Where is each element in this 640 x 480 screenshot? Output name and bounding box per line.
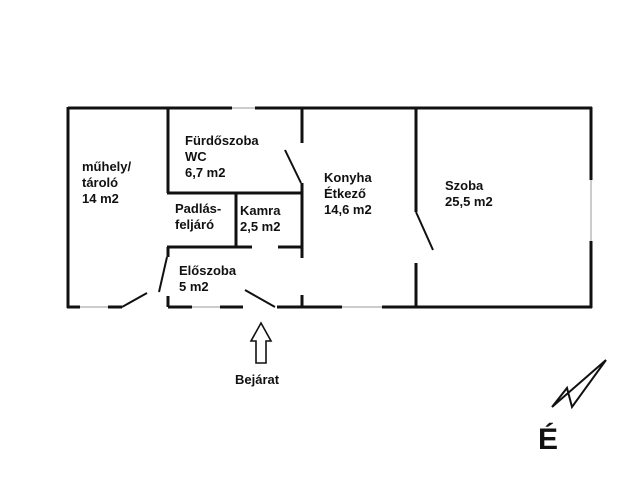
room-area: 14 m2 bbox=[82, 191, 119, 206]
north-label: É bbox=[538, 423, 559, 456]
room-eloszoba: Előszoba 5 m2 bbox=[179, 263, 236, 295]
room-furdoszoba: Fürdőszoba WC 6,7 m2 bbox=[185, 133, 259, 181]
room-name: Padlás- bbox=[175, 201, 222, 216]
room-name: Kamra bbox=[240, 203, 281, 218]
room-area: 2,5 m2 bbox=[240, 219, 281, 234]
room-padlasfeljaro: Padlás- feljáró bbox=[175, 201, 221, 233]
entrance-arrow-icon bbox=[249, 321, 273, 364]
room-name: Konyha bbox=[324, 170, 372, 185]
doors bbox=[121, 149, 434, 308]
room-muhely: műhely/ tároló 14 m2 bbox=[82, 159, 131, 207]
room-area: 14,6 m2 bbox=[324, 202, 372, 217]
room-konyha: Konyha Étkező 14,6 m2 bbox=[324, 170, 372, 218]
walls bbox=[66, 106, 593, 309]
room-szoba: Szoba 25,5 m2 bbox=[445, 178, 493, 210]
room-name: Étkező bbox=[324, 186, 366, 201]
room-name: WC bbox=[185, 149, 207, 164]
room-name: Szoba bbox=[445, 178, 484, 193]
room-name: Előszoba bbox=[179, 263, 237, 278]
room-kamra: Kamra 2,5 m2 bbox=[240, 203, 280, 235]
room-name: tároló bbox=[82, 175, 119, 190]
room-name: feljáró bbox=[175, 217, 215, 232]
room-area: 6,7 m2 bbox=[185, 165, 226, 180]
room-area: 5 m2 bbox=[179, 279, 209, 294]
north-arrow-icon bbox=[551, 359, 607, 410]
entrance-label: Bejárat bbox=[235, 372, 280, 387]
room-name: Fürdőszoba bbox=[185, 133, 259, 148]
room-name: műhely/ bbox=[82, 159, 132, 174]
room-area: 25,5 m2 bbox=[445, 194, 493, 209]
